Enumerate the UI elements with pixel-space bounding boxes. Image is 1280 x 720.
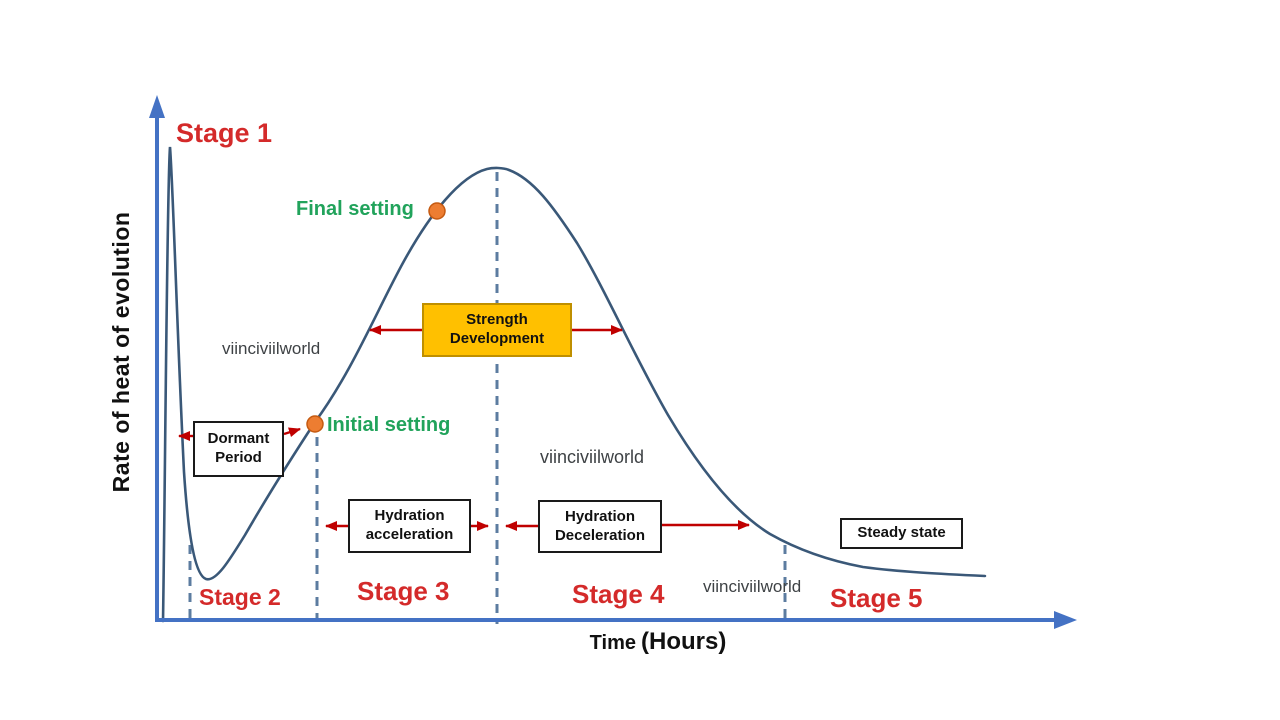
hydration-deceleration-box: Hydration Deceleration bbox=[538, 500, 662, 553]
hydration-acceleration-line2: acceleration bbox=[365, 526, 454, 543]
initial-setting-label: Initial setting bbox=[327, 414, 451, 436]
stage-2-label: Stage 2 bbox=[199, 584, 281, 610]
watermark-text: viinciviilworld bbox=[222, 339, 321, 358]
y-axis-label: Rate of heat of evolution bbox=[108, 211, 134, 493]
dormant-period-line1: Dormant bbox=[207, 430, 270, 448]
strength-development-line2: Development bbox=[449, 330, 545, 347]
strength-development-line1: Strength bbox=[466, 311, 528, 329]
dormant-right-arrow-icon bbox=[283, 427, 301, 438]
watermark-text: viinciviilworld bbox=[703, 577, 802, 596]
hydration-deceleration-line1: Hydration bbox=[564, 507, 635, 525]
stage-3-label: Stage 3 bbox=[357, 576, 450, 606]
hydration-deceleration-line2: Deceleration bbox=[554, 526, 646, 544]
range-arrows bbox=[178, 325, 750, 531]
final-setting-dot-icon bbox=[428, 202, 446, 220]
stage-5-label: Stage 5 bbox=[830, 583, 923, 613]
dormant-period-line2: Period bbox=[215, 449, 262, 466]
stage-4-label: Stage 4 bbox=[572, 579, 665, 609]
x-axis-arrow-icon bbox=[1054, 611, 1077, 629]
axes bbox=[149, 95, 1077, 629]
stage-boundary-dashed-lines bbox=[188, 172, 787, 624]
steady-state-label: Steady state bbox=[857, 524, 946, 542]
x-axis-label-word: Time bbox=[589, 632, 636, 654]
dormant-period-box: Dormant Period bbox=[193, 421, 284, 477]
strength-development-box: Strength Development bbox=[422, 303, 572, 357]
steady-state-box: Steady state bbox=[840, 518, 963, 549]
hydration-acceleration-box: Hydration acceleration bbox=[348, 499, 471, 553]
initial-setting-dot-icon bbox=[306, 415, 324, 433]
stage-1-label: Stage 1 bbox=[176, 118, 273, 148]
final-setting-label: Final setting bbox=[296, 198, 414, 220]
heat-evolution-curve bbox=[161, 146, 987, 623]
x-axis-label: Time(Hours) bbox=[548, 628, 768, 656]
y-axis-arrow-icon bbox=[149, 95, 165, 118]
x-axis-label-unit: (Hours) bbox=[641, 628, 727, 655]
hydration-acceleration-line1: Hydration bbox=[374, 507, 445, 525]
watermark-text: viinciviilworld bbox=[540, 447, 645, 467]
